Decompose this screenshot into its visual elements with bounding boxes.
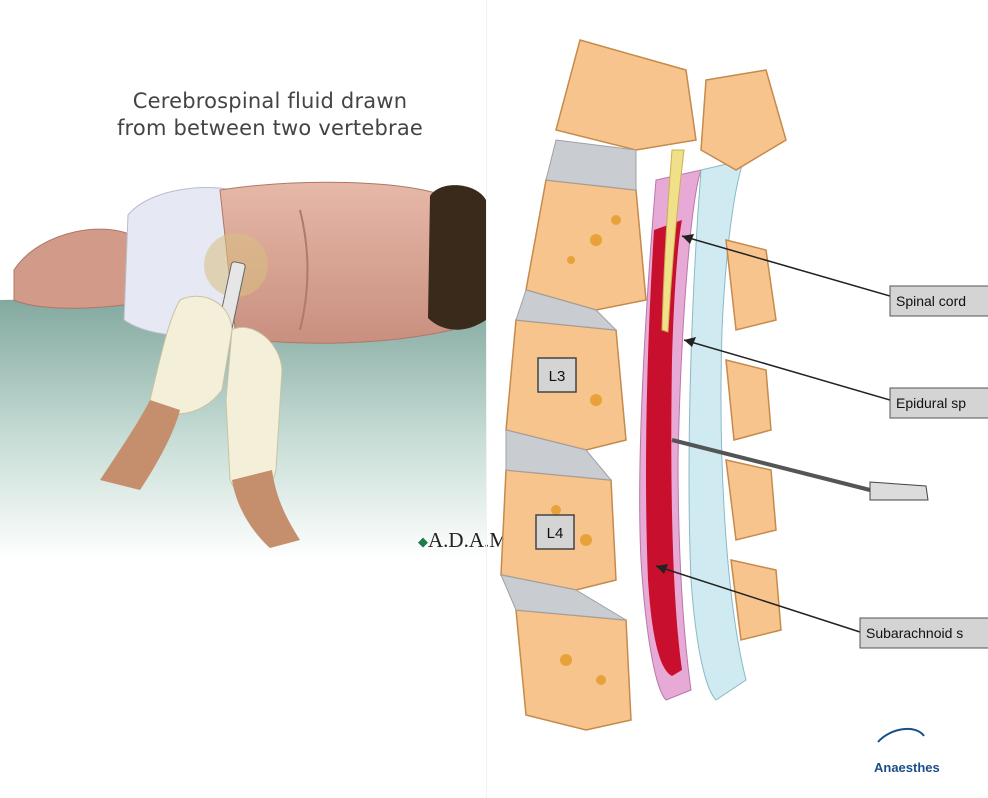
callout-spinal-cord: Spinal cord [890, 286, 988, 316]
vertebra-2 [526, 180, 646, 310]
callout-epidural-space-text: Epidural sp [896, 395, 966, 411]
patient-hair [428, 185, 486, 330]
callout-epidural-space: Epidural sp [890, 388, 988, 418]
vertebra-bottom [516, 610, 631, 730]
vertebra-label-l4-text: L4 [547, 525, 564, 542]
callout-spinal-cord-text: Spinal cord [896, 293, 966, 309]
spine-diagram: L3 L4 Spinal cord Epidural sp Subarachno… [486, 0, 988, 798]
illustration-caption: Cerebrospinal fluid drawn from between t… [60, 88, 480, 142]
vertebra-top [556, 40, 696, 150]
callout-subarachnoid-space-text: Subarachnoid s [866, 625, 963, 641]
syringe-hub [870, 482, 928, 500]
brand-text: Anaesthes [874, 760, 940, 775]
callout-subarachnoid-space: Subarachnoid s [860, 618, 988, 648]
spine-diagram-panel: L3 L4 Spinal cord Epidural sp Subarachno… [486, 0, 988, 798]
vertebra-label-l4: L4 [536, 515, 574, 549]
vertebra-label-l3-text: L3 [549, 368, 566, 385]
caption-line-2: from between two vertebrae [60, 115, 480, 142]
gloved-hand-right [226, 327, 282, 496]
brand-swoosh-icon [878, 729, 924, 742]
patient-illustration-panel: Cerebrospinal fluid drawn from between t… [0, 0, 486, 798]
vertebra-label-l3: L3 [538, 358, 576, 392]
caption-line-1: Cerebrospinal fluid drawn [60, 88, 480, 115]
